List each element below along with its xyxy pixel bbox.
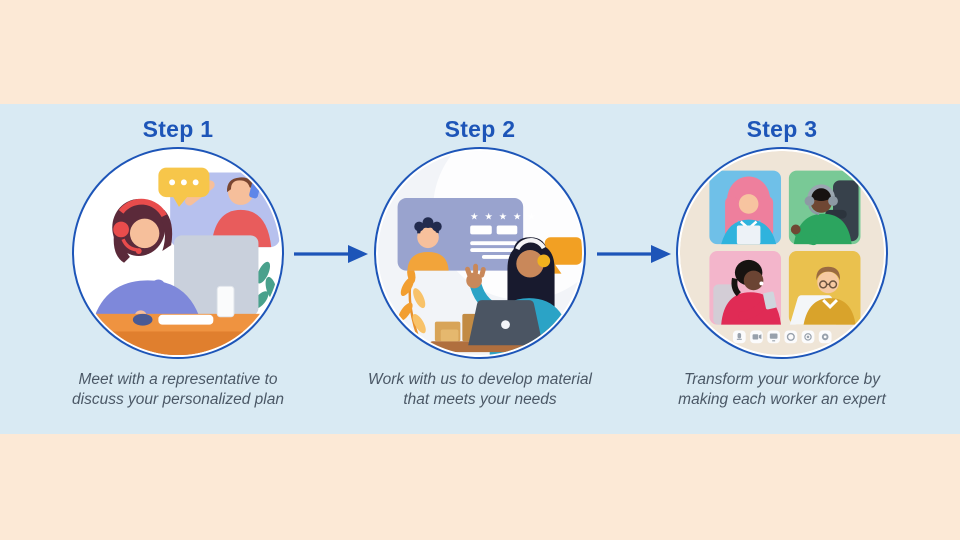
video-tile-glasses-person — [788, 251, 861, 325]
step-1-title: Step 1 — [142, 116, 214, 142]
headset-icon — [113, 198, 167, 254]
caption-line: Work with us to develop material — [368, 371, 592, 388]
mic-icon — [732, 330, 746, 344]
support-rep-illustration — [75, 150, 281, 356]
chat-bubble-icon — [158, 167, 210, 207]
record-icon — [801, 330, 815, 344]
step-3-illustration — [676, 147, 888, 359]
step-2-caption: Work with us to develop material that me… — [330, 370, 630, 411]
video-conference-illustration — [679, 150, 885, 356]
emoji-icon — [784, 330, 798, 344]
step-2: Step 2 — [330, 116, 630, 411]
laptop — [468, 300, 543, 346]
headphones-icon — [804, 184, 838, 215]
star-rating: ★ ★ ★ ★ ★ — [470, 212, 537, 223]
video-tile-pink-hair-woman — [709, 170, 782, 245]
develop-material-illustration: ★ ★ ★ ★ ★ — [377, 150, 583, 356]
step-3-title: Step 3 — [746, 116, 818, 142]
phone-icon — [763, 291, 777, 310]
settings-icon — [818, 330, 832, 344]
caption-line: that meets your needs — [403, 391, 557, 409]
arrow-right-icon — [294, 245, 368, 263]
step-3-caption: Transform your workforce by making each … — [632, 370, 932, 411]
step-1-caption: Meet with a representative to discuss yo… — [28, 370, 328, 411]
video-tile-headphones-man — [788, 170, 861, 246]
arrow-right-icon — [597, 245, 671, 263]
step-1-illustration — [72, 147, 284, 359]
camera-icon — [750, 330, 763, 344]
rating-card: ★ ★ ★ ★ ★ — [397, 198, 537, 271]
step-3: Step 3 — [632, 116, 932, 411]
step-1: Step 1 — [28, 116, 328, 411]
speaker — [216, 285, 235, 318]
screen-share-icon — [767, 330, 781, 344]
step-2-title: Step 2 — [444, 116, 516, 142]
caption-line: discuss your personalized plan — [72, 391, 284, 409]
caption-line: Meet with a representative to — [78, 371, 278, 388]
caption-line: Transform your workforce by — [683, 371, 881, 388]
step-2-illustration: ★ ★ ★ ★ ★ — [374, 147, 586, 359]
video-tile-phone-woman — [709, 251, 782, 325]
caption-line: making each worker an expert — [678, 391, 886, 409]
keyboard — [158, 314, 214, 325]
tablet — [736, 225, 761, 245]
monitor — [174, 235, 259, 316]
headphones-icon — [515, 238, 551, 268]
glasses-icon — [819, 280, 838, 289]
mouse — [132, 313, 153, 326]
call-controls — [732, 330, 832, 344]
